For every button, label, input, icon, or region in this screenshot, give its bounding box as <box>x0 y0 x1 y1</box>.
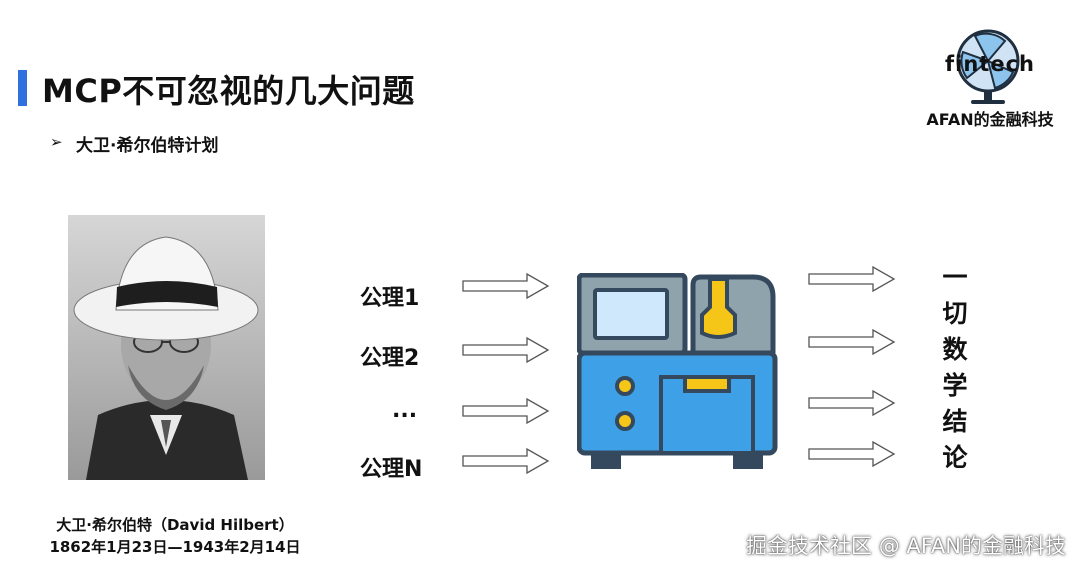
logo-subtitle: AFAN的金融科技 <box>926 110 1054 129</box>
output-arrow-icon <box>808 329 896 355</box>
axiom-label: 公理1 <box>360 286 420 311</box>
bullet-arrow-icon: ➢ <box>50 133 63 151</box>
portrait-caption-dates: 1862年1月23日—1943年2月14日 <box>49 538 301 556</box>
input-arrow-icon <box>462 398 550 424</box>
input-arrow-icon <box>462 273 550 299</box>
logo-name: fintech <box>945 52 1035 76</box>
bullet-text: 大卫·希尔伯特计划 <box>76 136 219 156</box>
machine-icon <box>577 273 778 469</box>
axiom-label: 公理2 <box>360 346 420 371</box>
fan-icon <box>956 29 1020 104</box>
output-arrow-icon <box>808 390 896 416</box>
result-char: 切 <box>942 299 968 328</box>
result-char: 结 <box>942 407 968 436</box>
portrait-caption-name: 大卫·希尔伯特（David Hilbert） <box>56 516 294 534</box>
fintech-logo: fintech AFAN的金融科技 <box>905 14 1075 134</box>
watermark: 掘金技术社区 @ AFAN的金融科技 <box>746 534 1066 558</box>
input-arrow-icon <box>462 337 550 363</box>
output-result-vertical-text: 一 切 数 学 结 论 <box>925 260 985 476</box>
output-arrow-icon <box>808 266 896 292</box>
axiom-label: 公理N <box>360 457 423 482</box>
result-char: 一 <box>942 263 968 292</box>
result-char: 论 <box>942 443 968 472</box>
output-arrow-icon <box>808 441 896 467</box>
input-arrow-icon <box>462 448 550 474</box>
result-char: 学 <box>942 371 968 400</box>
axiom-ellipsis: ... <box>392 398 418 423</box>
hilbert-portrait <box>68 215 265 480</box>
title-accent-bar <box>18 70 27 106</box>
result-char: 数 <box>942 335 968 364</box>
slide-title: MCP不可忽视的几大问题 <box>42 72 415 110</box>
